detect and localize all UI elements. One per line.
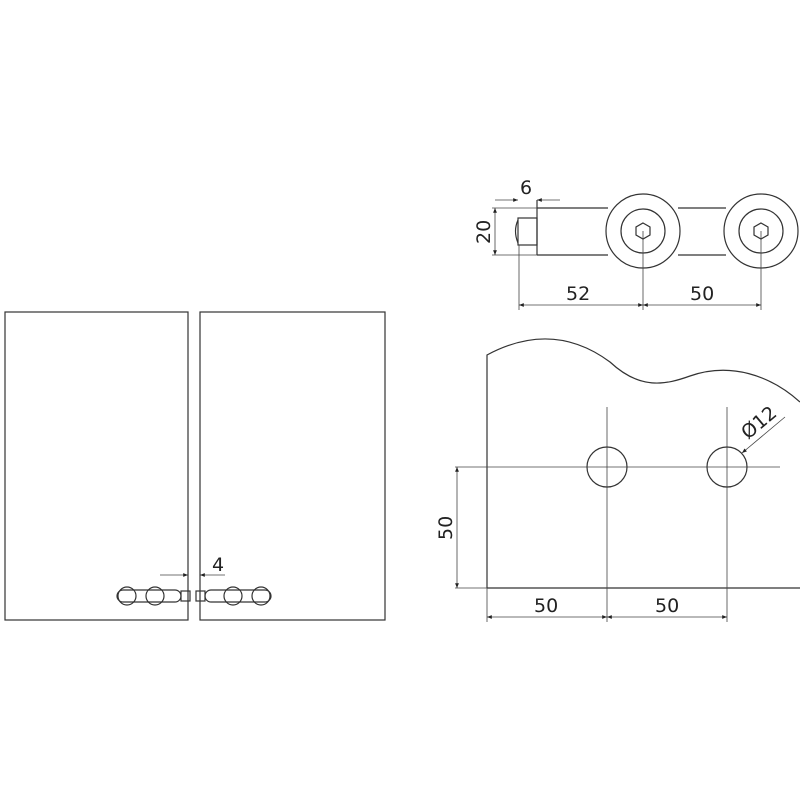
dim-gap: 4 <box>212 554 224 576</box>
dim-hole-spacing: 50 <box>690 283 714 305</box>
dim-hole-diameter: Ø12 <box>737 402 781 444</box>
hole-layout-plate-view: Ø12 50 50 50 <box>435 338 800 622</box>
hinge-top-view: 6 20 52 50 <box>473 177 799 310</box>
dim-left: 50 <box>534 595 558 617</box>
glass-panel-left <box>4 311 189 621</box>
dim-thickness: 6 <box>520 177 532 199</box>
dim-right: 50 <box>655 595 679 617</box>
glass-panel-right <box>199 311 386 621</box>
hole-2 <box>706 446 748 488</box>
glass-doors-front-view: 4 <box>4 311 386 621</box>
hinge-right <box>195 586 272 606</box>
dim-vertical: 50 <box>435 516 457 540</box>
dim-height: 20 <box>473 220 495 244</box>
dim-to-first-hole: 52 <box>566 283 590 305</box>
hole-1 <box>586 446 628 488</box>
hinge-left <box>116 586 191 606</box>
